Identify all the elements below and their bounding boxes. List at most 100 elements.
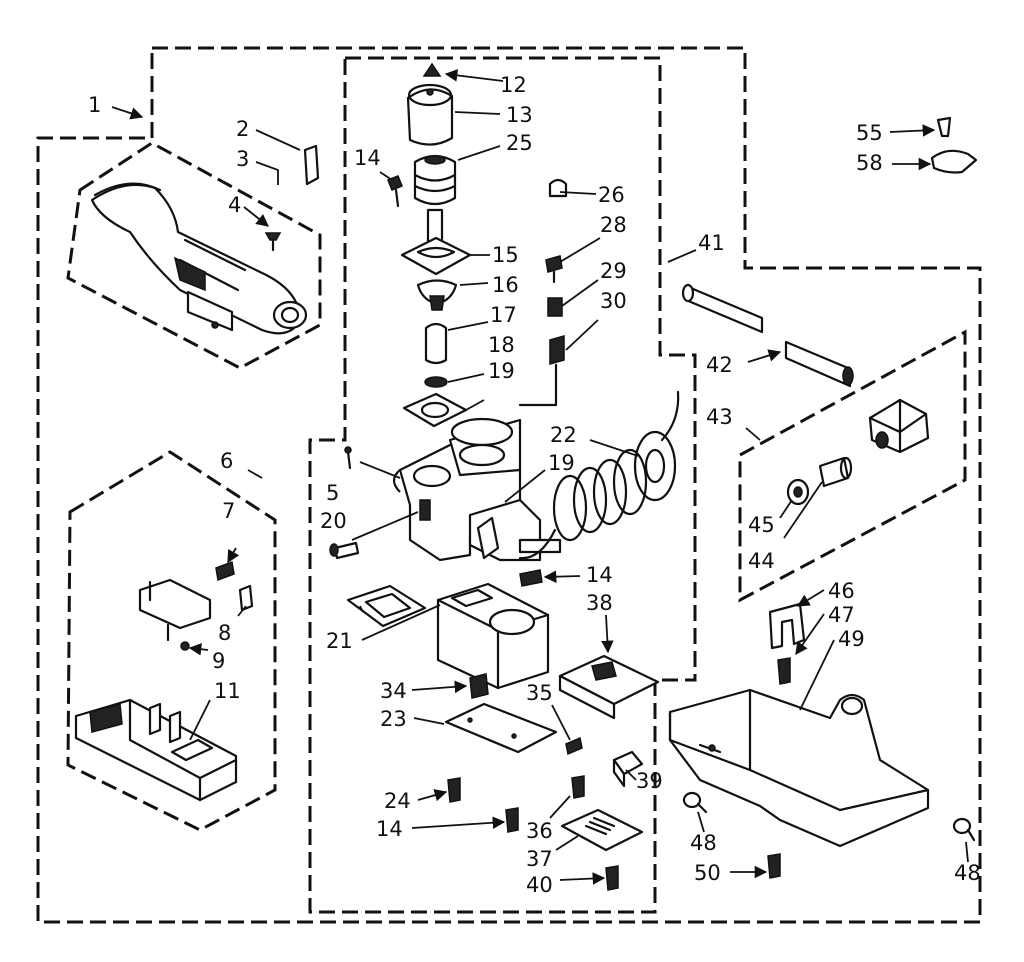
callout-48-right: 48 <box>954 861 981 885</box>
part-58-clamp <box>930 149 978 174</box>
callout-28: 28 <box>600 213 627 237</box>
callout-12: 12 <box>500 73 527 97</box>
callout-14-mid: 14 <box>586 563 613 587</box>
group-6-boundary <box>66 450 277 832</box>
callout-13: 13 <box>506 103 533 127</box>
valve-cover-part <box>436 582 550 690</box>
callout-39: 39 <box>636 769 663 793</box>
callout-14-low: 14 <box>376 817 403 841</box>
part-35-screw <box>565 736 583 756</box>
mounting-bracket-part <box>668 688 930 848</box>
assembly-boundary-1 <box>36 46 982 924</box>
part-28-screw <box>545 255 563 284</box>
part-40-screw <box>605 865 619 891</box>
pilot-burner-part <box>90 182 308 335</box>
callout-44: 44 <box>748 549 775 573</box>
callout-48-left: 48 <box>690 831 717 855</box>
part-17-sleeve <box>424 322 448 365</box>
callout-42: 42 <box>706 353 733 377</box>
part-37-label-plate <box>560 808 644 852</box>
part-16-diaphragm <box>416 279 458 311</box>
callout-labels: 1 2 3 4 12 13 25 14 26 28 15 16 29 30 17… <box>88 73 981 897</box>
part-21-gasket <box>346 584 427 628</box>
part-38-bracket <box>558 654 660 720</box>
callout-22: 22 <box>550 423 577 447</box>
callout-29: 29 <box>600 259 627 283</box>
part-15-plunger-assembly <box>400 208 472 276</box>
callout-23: 23 <box>380 707 407 731</box>
part-18-spring <box>424 376 448 388</box>
callout-36: 36 <box>526 819 553 843</box>
part-36-screw <box>571 775 585 799</box>
part-14-screw-mid <box>519 569 543 587</box>
gas-valve-body <box>392 417 562 562</box>
part-46-clip <box>768 602 806 650</box>
callout-2: 2 <box>236 117 249 141</box>
part-48-screw-right <box>952 817 976 842</box>
callout-19-mid: 19 <box>548 451 575 475</box>
igniter-part <box>868 398 930 454</box>
part-8-clip <box>238 584 254 612</box>
callout-20: 20 <box>320 509 347 533</box>
part-29-nut <box>547 297 563 317</box>
part-14-screw-top <box>387 175 403 208</box>
group-3-boundary <box>66 141 322 370</box>
callout-45: 45 <box>748 513 775 537</box>
callout-19-top: 19 <box>488 359 515 383</box>
part-14-screw-low <box>505 807 519 833</box>
callout-38: 38 <box>586 591 613 615</box>
callout-35: 35 <box>526 681 553 705</box>
callout-5: 5 <box>326 481 339 505</box>
callout-9: 9 <box>212 649 225 673</box>
callout-37: 37 <box>526 847 553 871</box>
part-23-plate <box>444 702 558 754</box>
callout-7: 7 <box>222 499 235 523</box>
callout-50: 50 <box>694 861 721 885</box>
part-13-solenoid-cover <box>406 83 454 146</box>
thermostat-bracket-part <box>138 578 212 651</box>
callout-40: 40 <box>526 873 553 897</box>
part-20-fitting <box>329 541 360 560</box>
part-55-screw <box>936 116 952 138</box>
part-25-coil <box>413 154 457 206</box>
part-42-rod <box>784 340 854 388</box>
callout-4: 4 <box>228 193 241 217</box>
part-44-bushing <box>818 456 853 488</box>
part-5-screw <box>344 446 352 470</box>
part-39-block <box>612 750 644 788</box>
callout-14-top: 14 <box>354 146 381 170</box>
callout-34: 34 <box>380 679 407 703</box>
part-48-screw-left <box>682 791 708 814</box>
callout-24: 24 <box>384 789 411 813</box>
part-45-nut <box>786 478 810 506</box>
part-4-screw <box>264 232 282 252</box>
callout-55: 55 <box>856 121 883 145</box>
part-2-clip <box>303 144 320 186</box>
callout-58: 58 <box>856 151 883 175</box>
callout-30: 30 <box>600 289 627 313</box>
callout-46: 46 <box>828 579 855 603</box>
leader-lines <box>111 69 969 885</box>
callout-17: 17 <box>490 303 517 327</box>
callout-11: 11 <box>214 679 241 703</box>
callout-49: 49 <box>838 627 865 651</box>
callout-41: 41 <box>698 231 725 255</box>
callout-8: 8 <box>218 621 231 645</box>
callout-1: 1 <box>88 93 101 117</box>
part-41-rod <box>681 283 764 334</box>
group-43-boundary <box>738 329 967 603</box>
callout-47: 47 <box>828 603 855 627</box>
callout-43: 43 <box>706 405 733 429</box>
part-22-thermocouple <box>518 390 680 560</box>
part-7-screw <box>215 560 235 582</box>
callout-3: 3 <box>236 147 249 171</box>
part-30-spring <box>549 335 565 365</box>
part-12-cap <box>422 62 442 77</box>
leader-30 <box>518 363 558 407</box>
callout-18: 18 <box>488 333 515 357</box>
callout-25: 25 <box>506 131 533 155</box>
part-19-gasket-top <box>402 392 468 428</box>
part-47-screw <box>777 657 791 685</box>
